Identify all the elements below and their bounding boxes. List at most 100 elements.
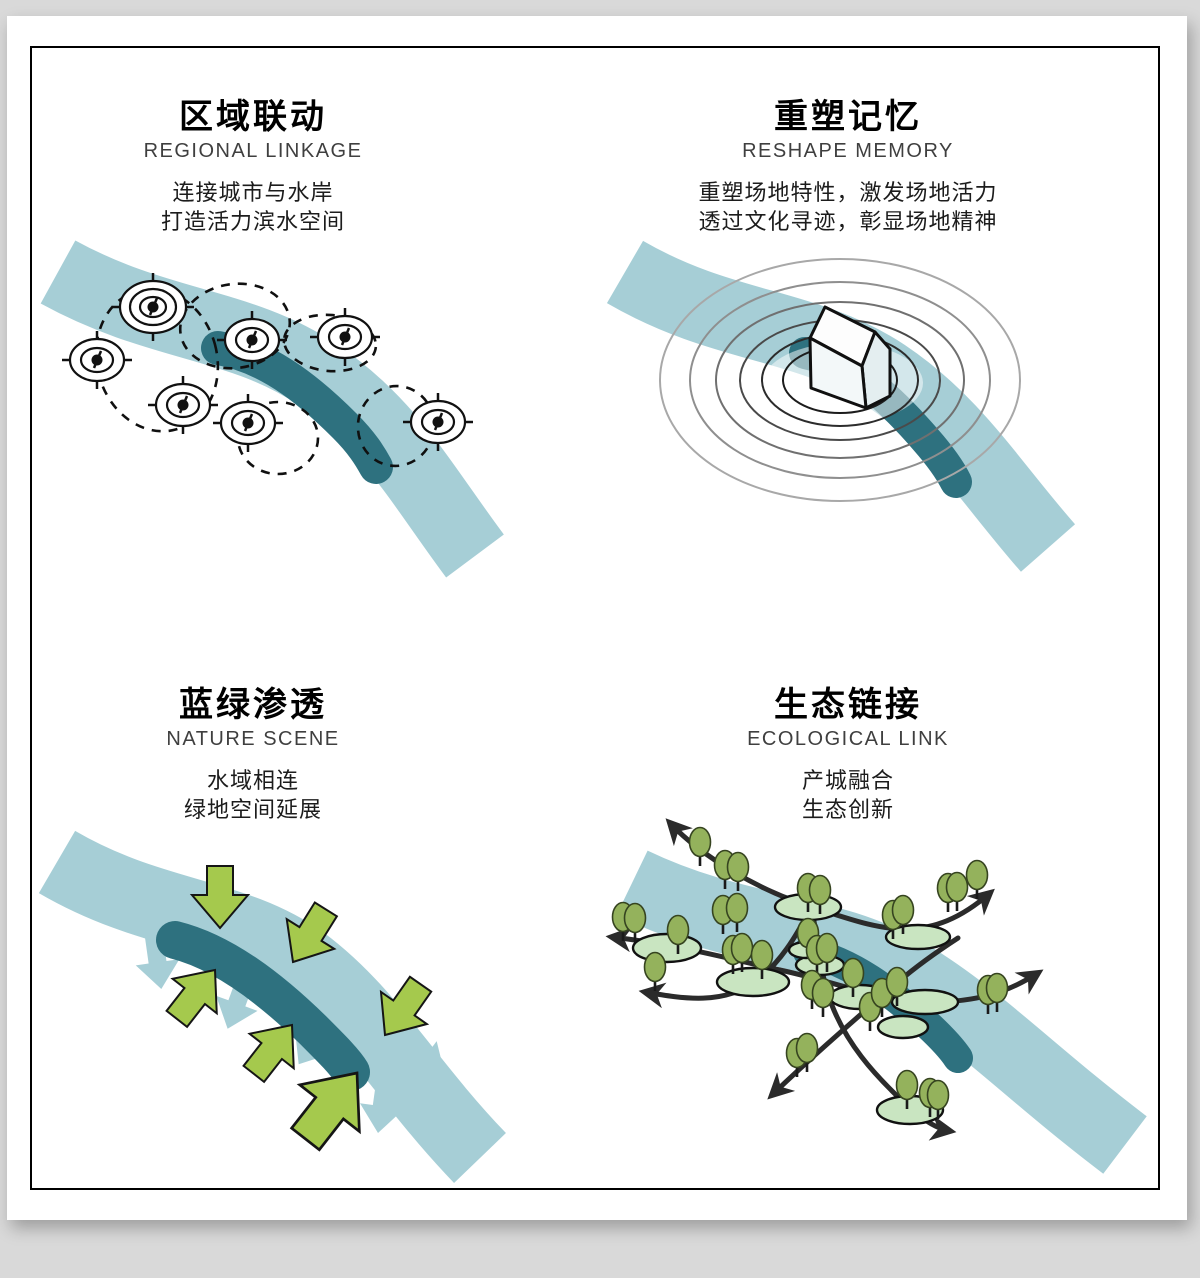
inward-green-arrow	[165, 968, 218, 1029]
ripple-ring	[715, 301, 965, 459]
ecological-link-subtitle: ECOLOGICAL LINK	[747, 728, 949, 750]
tree-icon	[965, 859, 989, 899]
desc-line: 生态创新	[801, 797, 894, 822]
pond-ellipse	[876, 1014, 930, 1040]
tree-icon	[750, 939, 774, 979]
tree-canopy	[750, 939, 774, 971]
desc-line: 重塑场地特性，激发场地活力	[698, 180, 998, 205]
tree-icon	[985, 972, 1009, 1012]
reshape-memory-subtitle: RESHAPE MEMORY	[742, 140, 954, 162]
reshape-memory-diagram	[606, 240, 1076, 572]
inward-green-arrow	[242, 1023, 295, 1084]
tree-icon	[811, 977, 835, 1017]
outward-double-arrow	[128, 885, 180, 989]
regional-linkage-description: 连接城市与水岸 打造活力滨水空间	[33, 178, 473, 236]
node-ring	[230, 409, 266, 437]
tree-icon	[666, 914, 690, 954]
tree-canopy	[895, 1069, 919, 1101]
reshape-memory-description: 重塑场地特性，激发场地活力 透过文化寻迹，彰显场地精神	[628, 178, 1068, 236]
node-rings-marker	[213, 394, 283, 452]
node-ring	[420, 408, 456, 436]
tree-canopy	[926, 1079, 950, 1111]
house-front-face	[808, 336, 868, 410]
node-rings-marker	[403, 393, 473, 451]
tree-icon	[623, 902, 647, 942]
tree-icon	[725, 892, 749, 932]
quadrant-ecological-link-header: 生态链接 ECOLOGICAL LINK 产城融合 生态创新	[628, 688, 1068, 824]
node-dot-tail	[148, 297, 159, 316]
house-icon	[808, 305, 892, 410]
tree-canopy	[643, 951, 667, 983]
nature-scene-title: 蓝绿渗透	[179, 686, 327, 724]
tree-canopy	[725, 892, 749, 924]
tree-canopy	[623, 902, 647, 934]
tree-canopy	[795, 1032, 819, 1064]
inward-green-arrow	[285, 901, 339, 964]
ripple-ring	[689, 281, 991, 479]
node-rings-marker	[217, 311, 287, 369]
linkage-nodes-layer	[62, 273, 473, 452]
node-rings-marker	[310, 308, 380, 366]
nature-scene-description: 水域相连 绿地空间延展	[33, 766, 473, 824]
tree-canopy	[885, 966, 909, 998]
tree-icon	[815, 932, 839, 972]
tree-icon	[885, 966, 909, 1006]
nature-scene-subtitle: NATURE SCENE	[166, 728, 340, 750]
ripple-ring	[659, 258, 1021, 502]
inward-green-arrow	[289, 1071, 361, 1152]
desc-line: 连接城市与水岸	[172, 180, 334, 205]
node-ring	[138, 295, 168, 319]
outward-arrow	[359, 1042, 404, 1133]
green-arrows-layer	[165, 865, 433, 1152]
nature-scene-diagram	[38, 830, 507, 1183]
pond-ellipse	[890, 988, 960, 1016]
tree-icon	[891, 894, 915, 934]
node-rings-marker	[148, 376, 218, 434]
ecological-link-title: 生态链接	[774, 686, 922, 724]
node-rings-marker	[62, 331, 132, 389]
ecological-link-description: 产城融合 生态创新	[628, 766, 1068, 824]
tree-icon	[688, 826, 712, 866]
border-frame	[30, 46, 1160, 1190]
trees-layer	[611, 826, 1009, 1119]
node-dot-tail	[433, 412, 444, 431]
tree-canopy	[815, 932, 839, 964]
node-ring	[327, 323, 363, 351]
node-ring	[165, 391, 201, 419]
regional-linkage-title: 区域联动	[179, 98, 327, 136]
tree-canopy	[730, 932, 754, 964]
tree-icon	[841, 957, 865, 997]
quadrant-nature-scene-header: 蓝绿渗透 NATURE SCENE 水域相连 绿地空间延展	[33, 688, 473, 824]
inward-green-arrow	[379, 975, 433, 1037]
node-ring	[79, 346, 115, 374]
tree-icon	[643, 951, 667, 991]
tree-canopy	[666, 914, 690, 946]
tree-icon	[926, 1079, 950, 1119]
pond-ellipse	[715, 966, 791, 998]
tree-canopy	[985, 972, 1009, 1004]
node-dot-tail	[247, 330, 258, 349]
river-core	[156, 921, 370, 1091]
reshape-memory-title: 重塑记忆	[774, 98, 922, 136]
desc-line: 产城融合	[801, 768, 894, 793]
desc-line: 绿地空间延展	[183, 797, 322, 822]
node-dot-tail	[178, 395, 189, 414]
paper-sheet: 区域联动 REGIONAL LINKAGE 连接城市与水岸 打造活力滨水空间 重…	[7, 16, 1187, 1220]
tree-canopy	[891, 894, 915, 926]
tree-canopy	[945, 871, 969, 903]
tree-icon	[795, 1032, 819, 1072]
node-ring	[234, 326, 270, 354]
tree-icon	[895, 1069, 919, 1109]
quadrant-reshape-memory-header: 重塑记忆 RESHAPE MEMORY 重塑场地特性，激发场地活力 透过文化寻迹…	[628, 100, 1068, 236]
node-rings-marker	[112, 273, 194, 341]
tree-canopy	[841, 957, 865, 989]
ecological-link-diagram	[605, 818, 1147, 1174]
tree-icon	[730, 932, 754, 972]
node-dot-tail	[92, 350, 103, 369]
regional-linkage-diagram	[40, 240, 504, 578]
tree-canopy	[808, 874, 832, 906]
quadrant-regional-linkage-header: 区域联动 REGIONAL LINKAGE 连接城市与水岸 打造活力滨水空间	[33, 100, 473, 236]
node-dot-tail	[243, 413, 254, 432]
node-ring	[128, 287, 178, 327]
tree-icon	[808, 874, 832, 914]
